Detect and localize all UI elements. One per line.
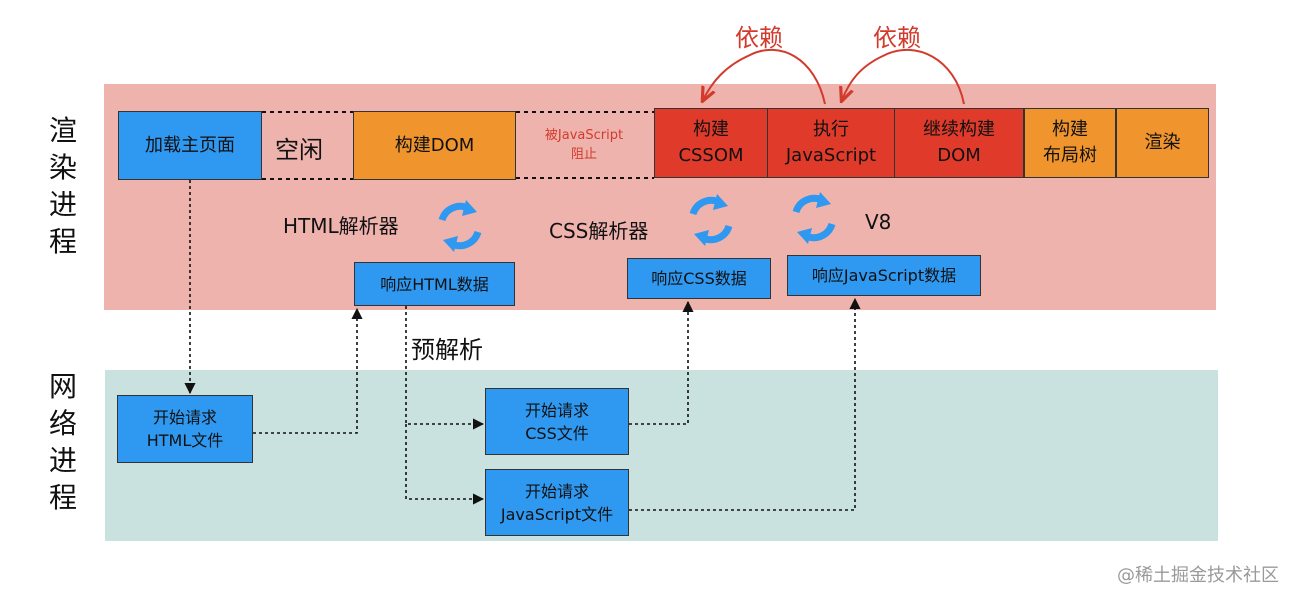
preparse-to-css-arrow — [405, 306, 485, 430]
preparse-label: 预解析 — [411, 336, 483, 364]
request-html-to-response-arrow — [253, 307, 363, 434]
build-layout-tree-box: 构建 布局树 — [1024, 108, 1116, 178]
html-parser-label: HTML解析器 — [283, 214, 399, 238]
request-html-box: 开始请求 HTML文件 — [117, 395, 253, 463]
blocked-by-js-label: 被JavaScript 阻止 — [544, 128, 624, 162]
watermark: @稀土掘金技术社区 — [1117, 565, 1279, 586]
build-cssom-box: 构建 CSSOM — [654, 108, 768, 178]
preparse-to-js-arrow — [405, 424, 485, 505]
continue-build-dom-box: 继续构建 DOM — [894, 108, 1024, 178]
js-request-to-response-arrow — [629, 297, 861, 511]
dependency-label-2: 依赖 — [873, 24, 921, 52]
idle-label: 空闲 — [275, 136, 323, 164]
css-parser-cycle-icon — [689, 194, 733, 246]
render-process-label: 渲染进程 — [48, 114, 77, 258]
render-timeline-dashes — [262, 111, 654, 180]
dependency-arrow-2 — [842, 48, 965, 104]
css-request-to-response-arrow — [629, 300, 694, 425]
network-process-band — [105, 370, 1218, 541]
build-dom-box: 构建DOM — [353, 111, 516, 180]
request-css-box: 开始请求 CSS文件 — [485, 388, 629, 455]
render-box: 渲染 — [1116, 108, 1209, 178]
css-response-box: 响应CSS数据 — [627, 258, 771, 299]
execute-javascript-box: 执行 JavaScript — [767, 108, 895, 178]
dependency-label-1: 依赖 — [735, 24, 783, 52]
js-response-box: 响应JavaScript数据 — [787, 255, 981, 296]
load-main-page-box: 加载主页面 — [118, 111, 262, 180]
css-parser-label: CSS解析器 — [549, 219, 649, 243]
html-response-box: 响应HTML数据 — [354, 262, 515, 306]
v8-cycle-icon — [792, 192, 836, 244]
request-js-box: 开始请求 JavaScript文件 — [485, 469, 629, 536]
v8-label: V8 — [865, 210, 892, 234]
dependency-arrow-1 — [703, 48, 826, 104]
html-parser-cycle-icon — [438, 200, 482, 252]
network-process-label: 网络进程 — [48, 370, 77, 514]
